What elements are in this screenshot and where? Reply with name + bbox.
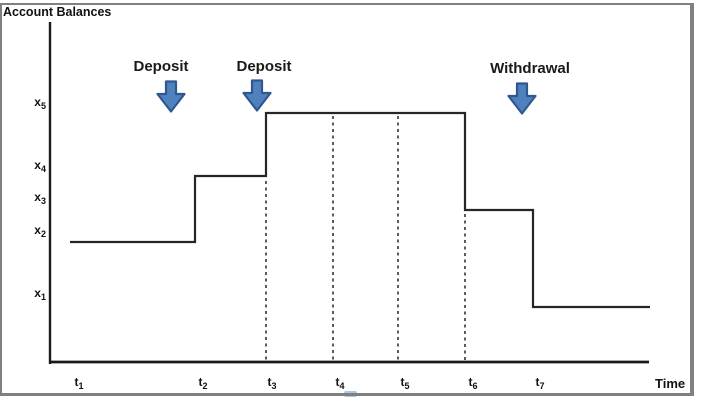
y-tick-x1: x1 <box>34 286 46 302</box>
y-tick-x5: x5 <box>34 95 46 111</box>
x-tick-t6: t6 <box>468 375 478 391</box>
x-tick-t3: t3 <box>267 375 277 391</box>
withdrawal-label: Withdrawal <box>490 60 570 77</box>
deposit-label-2: Deposit <box>236 58 292 75</box>
x-axis-label: Time <box>655 376 686 391</box>
arrow-shape <box>242 79 272 112</box>
arrow-shape <box>156 80 186 113</box>
x-tick-t4: t4 <box>335 375 345 391</box>
chart-title: Account Balances <box>3 5 112 19</box>
deposit-down-arrow-icon-2 <box>242 79 272 112</box>
blue-highlight-mark <box>344 391 357 397</box>
deposit-label-1: Deposit <box>133 58 189 75</box>
x-tick-t7: t7 <box>535 375 545 391</box>
y-tick-x3: x3 <box>34 190 46 206</box>
x-tick-t5: t5 <box>400 375 410 391</box>
y-tick-x4: x4 <box>34 158 46 174</box>
deposit-down-arrow-icon-1 <box>156 80 186 113</box>
arrow-shape <box>507 82 537 115</box>
y-tick-x2: x2 <box>34 223 46 239</box>
x-tick-t1: t1 <box>74 375 84 391</box>
withdrawal-down-arrow-icon <box>507 82 537 115</box>
x-tick-t2: t2 <box>198 375 208 391</box>
